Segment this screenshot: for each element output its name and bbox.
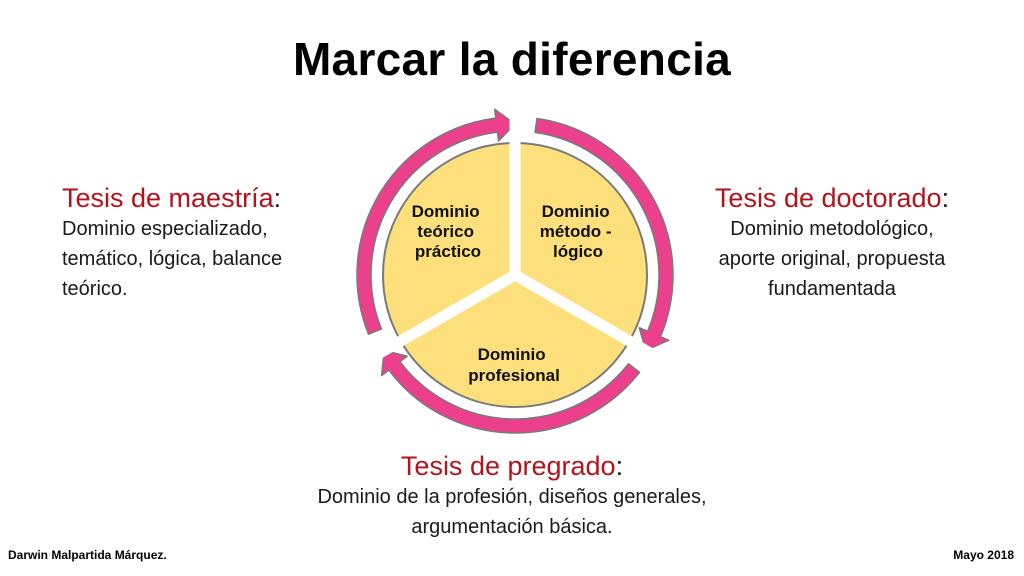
maestria-block: Tesis de maestría: Dominio especializado… <box>62 182 362 304</box>
segment-label-line: método - <box>540 222 612 241</box>
doctorado-colon: : <box>941 183 950 213</box>
segment-label-line: práctico <box>415 242 481 261</box>
pregrado-line: argumentación básica. <box>411 516 613 538</box>
pregrado-heading-text: Tesis de pregrado <box>400 451 616 481</box>
doctorado-heading-text: Tesis de doctorado <box>714 183 942 213</box>
maestria-colon: : <box>273 183 282 213</box>
pregrado-heading: Tesis de pregrado: <box>232 450 792 482</box>
footer-author: Darwin Malpartida Márquez. <box>8 548 167 562</box>
doctorado-heading: Tesis de doctorado: <box>662 182 1002 214</box>
page-title: Marcar la diferencia <box>292 33 732 85</box>
pregrado-block: Tesis de pregrado: Dominio de la profesi… <box>232 450 792 542</box>
segment-label-teorico: Dominio teórico práctico <box>412 202 485 261</box>
maestria-line: teórico. <box>62 278 128 300</box>
wedge-gap <box>512 271 632 345</box>
maestria-line: Dominio especializado, <box>62 218 268 240</box>
wedge-gap <box>398 271 518 345</box>
doctorado-line: aporte original, propuesta <box>718 248 946 270</box>
segment-label-line: Dominio <box>542 202 610 221</box>
wedge-profesional <box>399 273 631 408</box>
pregrado-line: Dominio de la profesión, diseños general… <box>317 486 707 508</box>
maestria-heading-text: Tesis de maestría <box>62 183 274 213</box>
segment-label-line: Dominio <box>412 202 480 221</box>
segment-label-line: Dominio <box>478 345 546 364</box>
segment-label-line: lógico <box>553 242 603 261</box>
cycle-diagram: Dominio teórico práctico Dominio método … <box>356 107 674 434</box>
segment-label-line: profesional <box>468 366 560 385</box>
cycle-wedges <box>366 107 664 408</box>
pregrado-colon: : <box>615 451 624 481</box>
footer-date: Mayo 2018 <box>953 548 1014 562</box>
segment-label-line: teórico <box>417 222 474 241</box>
doctorado-block: Tesis de doctorado: Dominio metodológico… <box>662 182 1002 304</box>
doctorado-line: fundamentada <box>768 278 896 300</box>
maestria-line: temático, lógica, balance <box>62 248 283 270</box>
cycle-labels: Dominio teórico práctico Dominio método … <box>412 202 617 385</box>
segment-label-profesional: Dominio profesional <box>468 345 560 385</box>
doctorado-line: Dominio metodológico, <box>730 218 934 240</box>
segment-label-metodo: Dominio método - lógico <box>540 202 617 261</box>
maestria-heading: Tesis de maestría: <box>62 182 362 214</box>
